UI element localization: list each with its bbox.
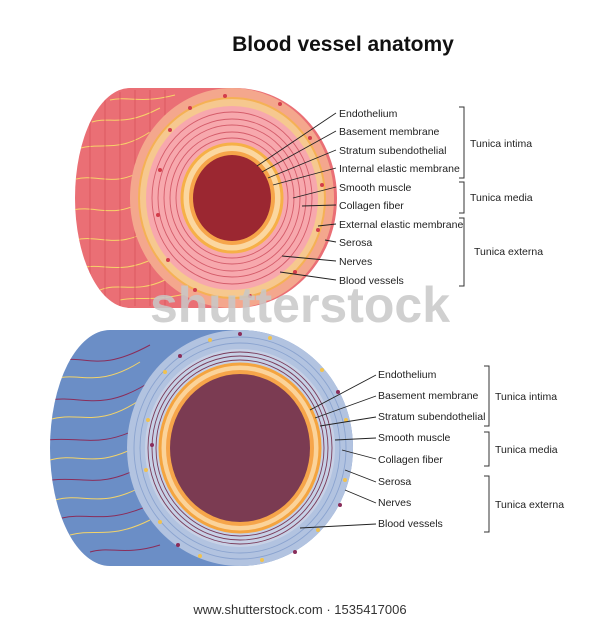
- artery-group-tunica-intima: Tunica intima: [470, 138, 532, 150]
- vein-leaders: [299, 374, 377, 529]
- vein-small-vessels-red: [150, 332, 342, 554]
- vein-label-collagen-fiber: Collagen fiber: [378, 454, 443, 466]
- footer-bar: [0, 596, 600, 620]
- artery-label-nerves: Nerves: [339, 256, 372, 268]
- artery-label-external-elastic-membrane: External elastic membrane: [339, 219, 463, 231]
- vein-label-smooth-muscle: Smooth muscle: [378, 432, 451, 444]
- vein-label-basement-membrane: Basement membrane: [378, 390, 479, 402]
- artery-label-smooth-muscle: Smooth muscle: [339, 182, 412, 194]
- artery-small-vessels: [156, 94, 324, 298]
- vein-lumen: [170, 374, 310, 522]
- vein-illustration: [50, 330, 353, 566]
- vein-label-blood-vessels: Blood vessels: [378, 518, 443, 530]
- watermark-text: shutterstock: [150, 277, 450, 333]
- artery-label-collagen-fiber: Collagen fiber: [339, 200, 404, 212]
- vein-group-tunica-externa: Tunica externa: [495, 499, 564, 511]
- vein-group-tunica-intima: Tunica intima: [495, 391, 557, 403]
- artery-label-serosa: Serosa: [339, 237, 372, 249]
- vein-label-stratum-subendothelial: Stratum subendothelial: [378, 411, 485, 423]
- vein-label-endothelium: Endothelium: [378, 369, 437, 381]
- vein-small-vessels: [144, 336, 348, 562]
- artery-brackets: Tunica intima Tunica media Tunica extern…: [459, 106, 543, 287]
- artery-labels: Endothelium Basement membrane Stratum su…: [339, 108, 463, 287]
- footer-credit: www.shutterstock.com · 1535417006: [192, 602, 406, 617]
- artery-group-tunica-externa: Tunica externa: [474, 246, 543, 258]
- vein-brackets: Tunica intima Tunica media Tunica extern…: [484, 365, 564, 533]
- vein-labels: Endothelium Basement membrane Stratum su…: [378, 369, 485, 530]
- artery-label-blood-vessels: Blood vessels: [339, 275, 404, 287]
- artery-group-tunica-media: Tunica media: [470, 192, 533, 204]
- vein-label-serosa: Serosa: [378, 476, 411, 488]
- artery-label-stratum-subendothelial: Stratum subendothelial: [339, 145, 446, 157]
- artery-media-fibers: [151, 111, 313, 285]
- vein-group-tunica-media: Tunica media: [495, 444, 558, 456]
- artery-illustration: [75, 88, 337, 308]
- artery-lumen: [193, 155, 271, 241]
- vein-label-nerves: Nerves: [378, 497, 411, 509]
- artery-leaders: [256, 112, 337, 281]
- vein-media-fibers: [147, 351, 333, 545]
- page-title: Blood vessel anatomy: [232, 33, 454, 56]
- vein-externa-fibers: [133, 336, 347, 560]
- artery-label-internal-elastic-membrane: Internal elastic membrane: [339, 163, 460, 175]
- artery-label-endothelium: Endothelium: [339, 108, 398, 120]
- artery-label-basement-membrane: Basement membrane: [339, 126, 440, 138]
